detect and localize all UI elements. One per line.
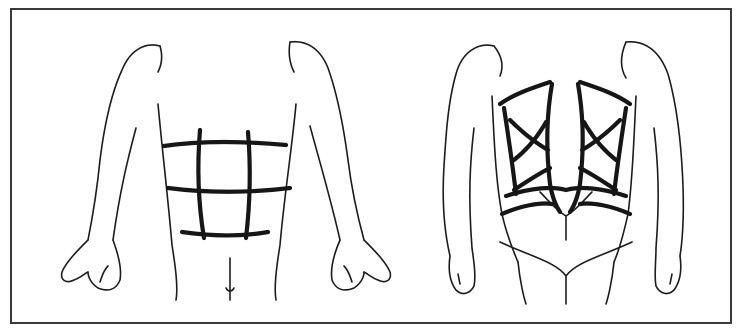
back-tape-bottom-band xyxy=(506,188,626,196)
back-tape-spine-right xyxy=(570,84,583,212)
front-tape-horizontal-upper xyxy=(164,142,286,146)
back-body-outline xyxy=(443,42,683,304)
back-tape-top-left xyxy=(500,82,550,104)
front-tape-vertical-left xyxy=(198,130,204,238)
back-torso-figure xyxy=(443,42,683,304)
front-body-outline xyxy=(62,42,391,300)
back-tape-bottom-edge xyxy=(502,203,630,214)
front-tape-grid xyxy=(164,130,290,238)
back-tape-spine-left xyxy=(547,84,560,212)
front-torso-figure xyxy=(62,42,391,300)
front-tape-horizontal-lower xyxy=(182,232,268,235)
front-tape-horizontal-middle xyxy=(168,188,290,192)
front-tape-vertical-right xyxy=(246,132,250,238)
back-tape-top-right xyxy=(580,82,630,104)
back-tape-web xyxy=(500,82,630,214)
